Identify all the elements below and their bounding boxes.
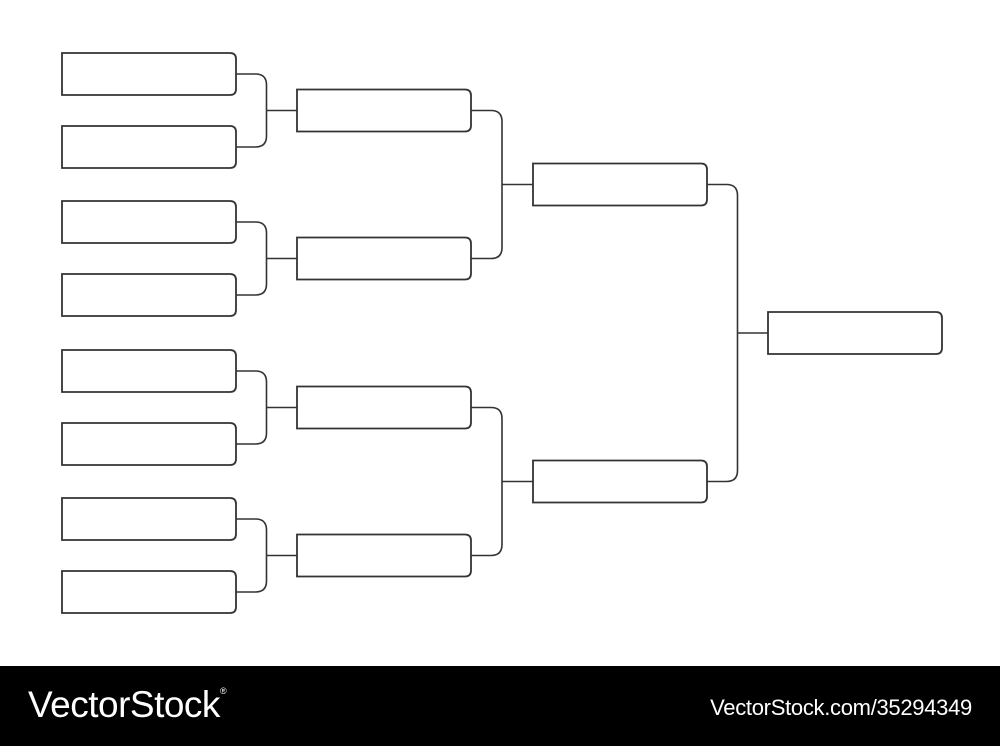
slot-round-1-8 (61, 570, 237, 614)
slot-final-1 (767, 311, 943, 355)
slot-round-1-5 (61, 349, 237, 393)
connector-round-1-2 (236, 221, 268, 296)
slot-quarterfinal-2 (296, 236, 472, 281)
connector-round-1-3 (236, 370, 268, 445)
slot-quarterfinal-4 (296, 533, 472, 578)
slot-round-1-2 (61, 125, 237, 169)
bracket-slots (61, 52, 943, 614)
connector-semifinal-1 (707, 183, 739, 483)
tournament-bracket (61, 52, 943, 614)
image-credit: VectorStock.com/35294349 (710, 695, 972, 720)
slot-semifinal-2 (532, 459, 708, 504)
brand-registered-mark: ® (219, 686, 227, 696)
footer-bar: VectorStock® VectorStock.com/35294349 (0, 666, 1000, 746)
connector-quarterfinal-2 (471, 406, 503, 557)
brand-logo: VectorStock® (28, 684, 227, 726)
slot-semifinal-1 (532, 162, 708, 207)
slot-quarterfinal-3 (296, 385, 472, 430)
connector-round-1-1 (236, 73, 268, 148)
brand-name: VectorStock (28, 684, 220, 725)
connector-quarterfinal-1 (471, 109, 503, 260)
slot-round-1-6 (61, 422, 237, 466)
slot-round-1-4 (61, 273, 237, 317)
slot-quarterfinal-1 (296, 88, 472, 133)
connector-round-1-4 (236, 518, 268, 593)
slot-round-1-3 (61, 200, 237, 244)
slot-round-1-1 (61, 52, 237, 96)
slot-round-1-7 (61, 497, 237, 541)
bracket-connectors (236, 73, 768, 593)
